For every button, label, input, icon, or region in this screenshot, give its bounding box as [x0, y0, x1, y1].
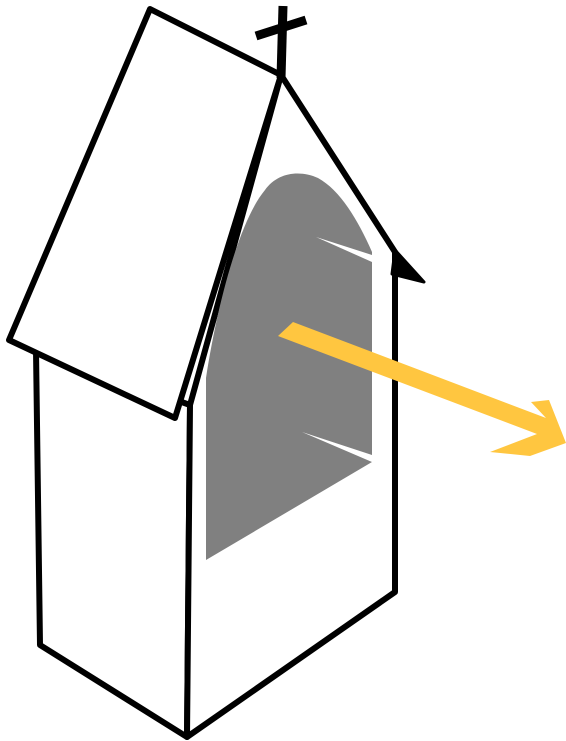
chapel-illustration: [0, 0, 566, 741]
chapel-diagram: [0, 0, 566, 741]
